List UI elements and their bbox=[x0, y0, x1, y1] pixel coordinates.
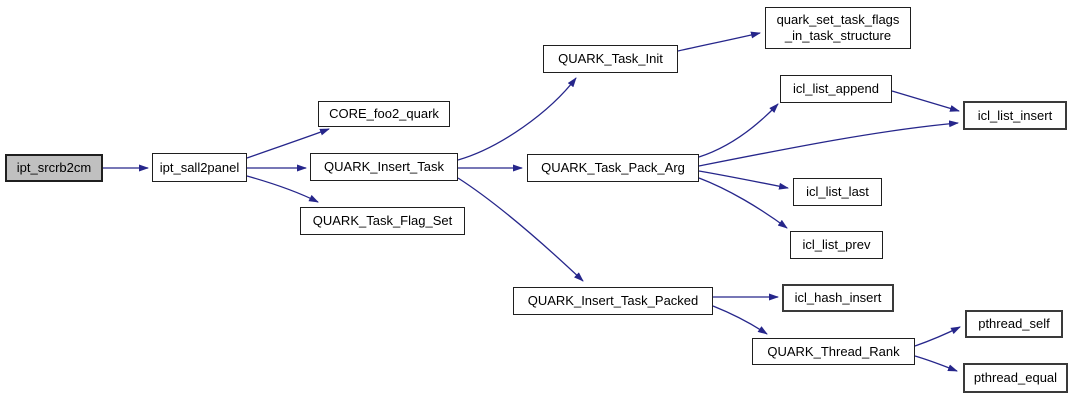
edge-icl_list_append-icl_list_insert bbox=[891, 90, 960, 112]
node-label: QUARK_Insert_Task_Packed bbox=[527, 293, 699, 308]
node-quark-set-task-flags-in-task-structure[interactable]: quark_set_task_flags _in_task_structure bbox=[765, 7, 911, 49]
node-ipt-srcrb2cm[interactable]: ipt_srcrb2cm bbox=[5, 154, 103, 182]
node-label: ipt_sall2panel bbox=[159, 159, 240, 175]
edge-QUARK_Task_Pack_Arg-icl_list_append bbox=[698, 103, 779, 158]
edge-QUARK_Task_Init-quark_set_task_flags bbox=[677, 31, 761, 52]
node-label: ipt_srcrb2cm bbox=[16, 160, 92, 175]
node-label: icl_list_insert bbox=[977, 107, 1053, 123]
node-ipt-sall2panel[interactable]: ipt_sall2panel bbox=[152, 153, 247, 182]
node-quark-thread-rank[interactable]: QUARK_Thread_Rank bbox=[752, 338, 915, 365]
node-label: icl_hash_insert bbox=[794, 290, 882, 305]
node-pthread-self[interactable]: pthread_self bbox=[965, 310, 1063, 338]
node-icl-list-last[interactable]: icl_list_last bbox=[793, 178, 882, 206]
node-label: icl_list_append bbox=[792, 81, 879, 96]
node-label: CORE_foo2_quark bbox=[329, 106, 439, 121]
node-label: icl_list_last bbox=[806, 184, 869, 199]
node-core-foo2-quark[interactable]: CORE_foo2_quark bbox=[318, 101, 450, 127]
node-label: pthread_equal bbox=[973, 370, 1058, 385]
node-quark-task-flag-set[interactable]: QUARK_Task_Flag_Set bbox=[300, 207, 465, 235]
node-icl-list-prev[interactable]: icl_list_prev bbox=[790, 231, 883, 259]
node-label: QUARK_Insert_Task bbox=[324, 159, 444, 174]
node-label: pthread_self bbox=[978, 316, 1050, 331]
node-label: icl_list_prev bbox=[802, 237, 871, 252]
edge-QUARK_Task_Pack_Arg-icl_list_insert bbox=[698, 120, 959, 167]
edge-QUARK_Task_Pack_Arg-icl_list_last bbox=[698, 170, 789, 190]
node-quark-task-init[interactable]: QUARK_Task_Init bbox=[543, 45, 678, 73]
edge-QUARK_Thread_Rank-pthread_self bbox=[914, 326, 961, 347]
edge-ipt_sall2panel-CORE_foo2_quark bbox=[246, 128, 330, 159]
node-label-line1: quark_set_task_flags bbox=[776, 12, 900, 27]
node-icl-list-insert[interactable]: icl_list_insert bbox=[963, 101, 1067, 130]
node-label: QUARK_Thread_Rank bbox=[767, 343, 900, 359]
node-label: QUARK_Task_Pack_Arg bbox=[541, 160, 685, 175]
node-icl-list-append[interactable]: icl_list_append bbox=[780, 75, 892, 103]
node-quark-insert-task-packed[interactable]: QUARK_Insert_Task_Packed bbox=[513, 287, 713, 315]
node-pthread-equal[interactable]: pthread_equal bbox=[963, 363, 1068, 393]
edge-ipt_sall2panel-QUARK_Task_Flag_Set bbox=[246, 175, 319, 203]
node-label: QUARK_Task_Flag_Set bbox=[312, 213, 453, 228]
node-icl-hash-insert[interactable]: icl_hash_insert bbox=[782, 284, 894, 312]
edge-QUARK_Task_Pack_Arg-icl_list_prev bbox=[698, 177, 788, 229]
node-quark-insert-task[interactable]: QUARK_Insert_Task bbox=[310, 153, 458, 181]
edge-QUARK_Insert_Task-QUARK_Insert_Task_Packed bbox=[457, 177, 584, 282]
node-label-line2: _in_task_structure bbox=[784, 28, 892, 43]
node-label: QUARK_Task_Init bbox=[558, 51, 663, 66]
edge-QUARK_Insert_Task-QUARK_Task_Init bbox=[457, 77, 577, 161]
node-quark-task-pack-arg[interactable]: QUARK_Task_Pack_Arg bbox=[527, 154, 699, 182]
edge-QUARK_Thread_Rank-pthread_equal bbox=[914, 355, 958, 372]
edge-QUARK_Insert_Task_Packed-QUARK_Thread_Rank bbox=[712, 305, 768, 335]
